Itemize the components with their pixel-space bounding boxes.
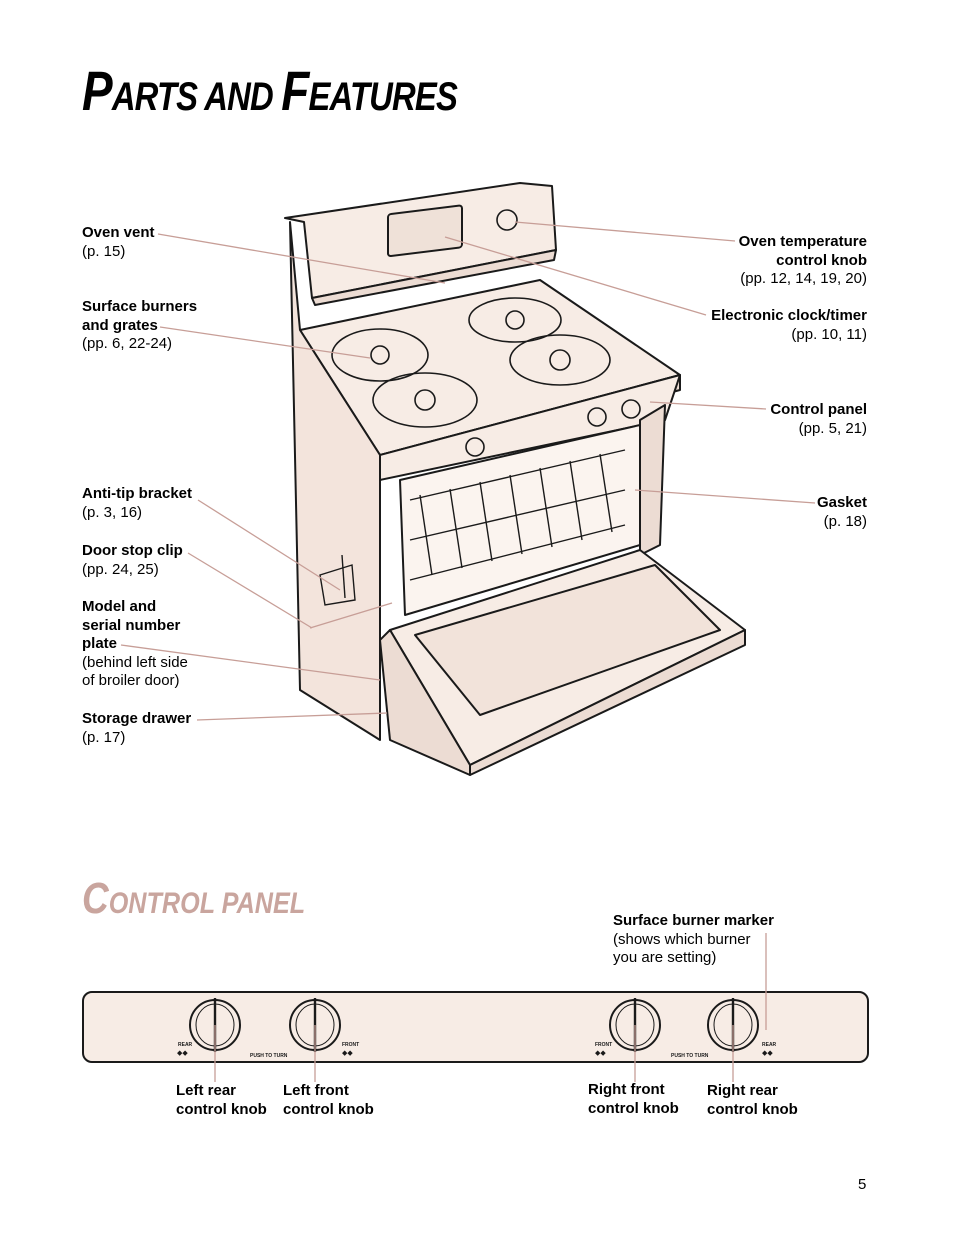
label-door-stop: Door stop clip (pp. 24, 25): [82, 542, 183, 578]
section-heading: CONTROL PANEL: [82, 874, 306, 923]
panel-front-text: FRONT: [342, 1042, 359, 1048]
panel-rear-text-2: REAR: [762, 1042, 777, 1048]
label-oven-temp: Oven temperature control knob (pp. 12, 1…: [738, 233, 867, 287]
svg-text:◆◆: ◆◆: [762, 1049, 773, 1057]
label-right-rear-knob: Right rear control knob: [707, 1082, 798, 1118]
label-gasket: Gasket (p. 18): [816, 494, 867, 530]
panel-push-text: PUSH TO TURN: [250, 1053, 288, 1059]
label-oven-vent: Oven vent (p. 15): [82, 224, 155, 260]
control-panel-strip: [82, 991, 869, 1063]
page-title: PARTS AND FEATURES: [82, 59, 458, 122]
label-anti-tip: Anti-tip bracket (p. 3, 16): [82, 485, 193, 521]
label-clock: Electronic clock/timer (pp. 10, 11): [711, 307, 867, 343]
label-surface-burners: Surface burners and grates (pp. 6, 22-24…: [82, 298, 198, 352]
page-number: 5: [858, 1176, 867, 1193]
panel-push-text-2: PUSH TO TURN: [671, 1053, 709, 1059]
label-left-rear-knob: Left rear control knob: [176, 1082, 267, 1118]
svg-text:◆◆: ◆◆: [595, 1049, 606, 1057]
panel-rear-text: REAR: [178, 1042, 193, 1048]
panel-front-text-2: FRONT: [595, 1042, 612, 1048]
label-right-front-knob: Right front control knob: [588, 1081, 679, 1117]
svg-text:◆◆: ◆◆: [177, 1049, 188, 1057]
label-model-plate: Model and serial number plate (behind le…: [82, 598, 188, 689]
label-storage-drawer: Storage drawer (p. 17): [82, 710, 192, 746]
label-control-panel: Control panel (pp. 5, 21): [770, 401, 867, 437]
label-left-front-knob: Left front control knob: [283, 1082, 374, 1118]
label-burner-marker: Surface burner marker (shows which burne…: [613, 912, 774, 966]
svg-text:◆◆: ◆◆: [342, 1049, 353, 1057]
